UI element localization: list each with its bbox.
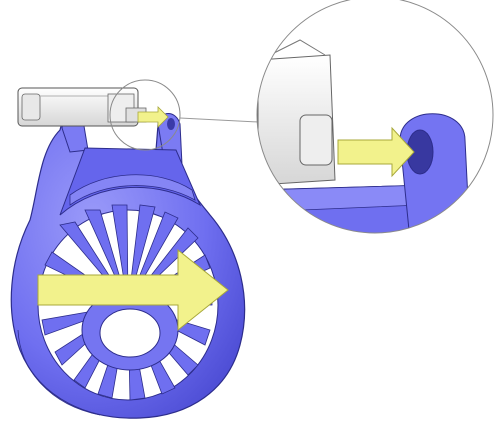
callout-line [179, 117, 259, 123]
large-arrow-icon [37, 248, 229, 332]
rim-edge [17, 329, 101, 416]
zoom-callout [256, 0, 494, 234]
small-arrow-icon [137, 106, 169, 128]
crossbar-ridge [69, 174, 196, 206]
hub-hole [99, 308, 161, 358]
spoke-wheel-part [10, 113, 246, 419]
zoom-mount-tab [399, 113, 471, 233]
zoom-source-circle [109, 79, 181, 151]
white-clip [17, 87, 147, 127]
zoom-arrow-icon [337, 126, 415, 178]
